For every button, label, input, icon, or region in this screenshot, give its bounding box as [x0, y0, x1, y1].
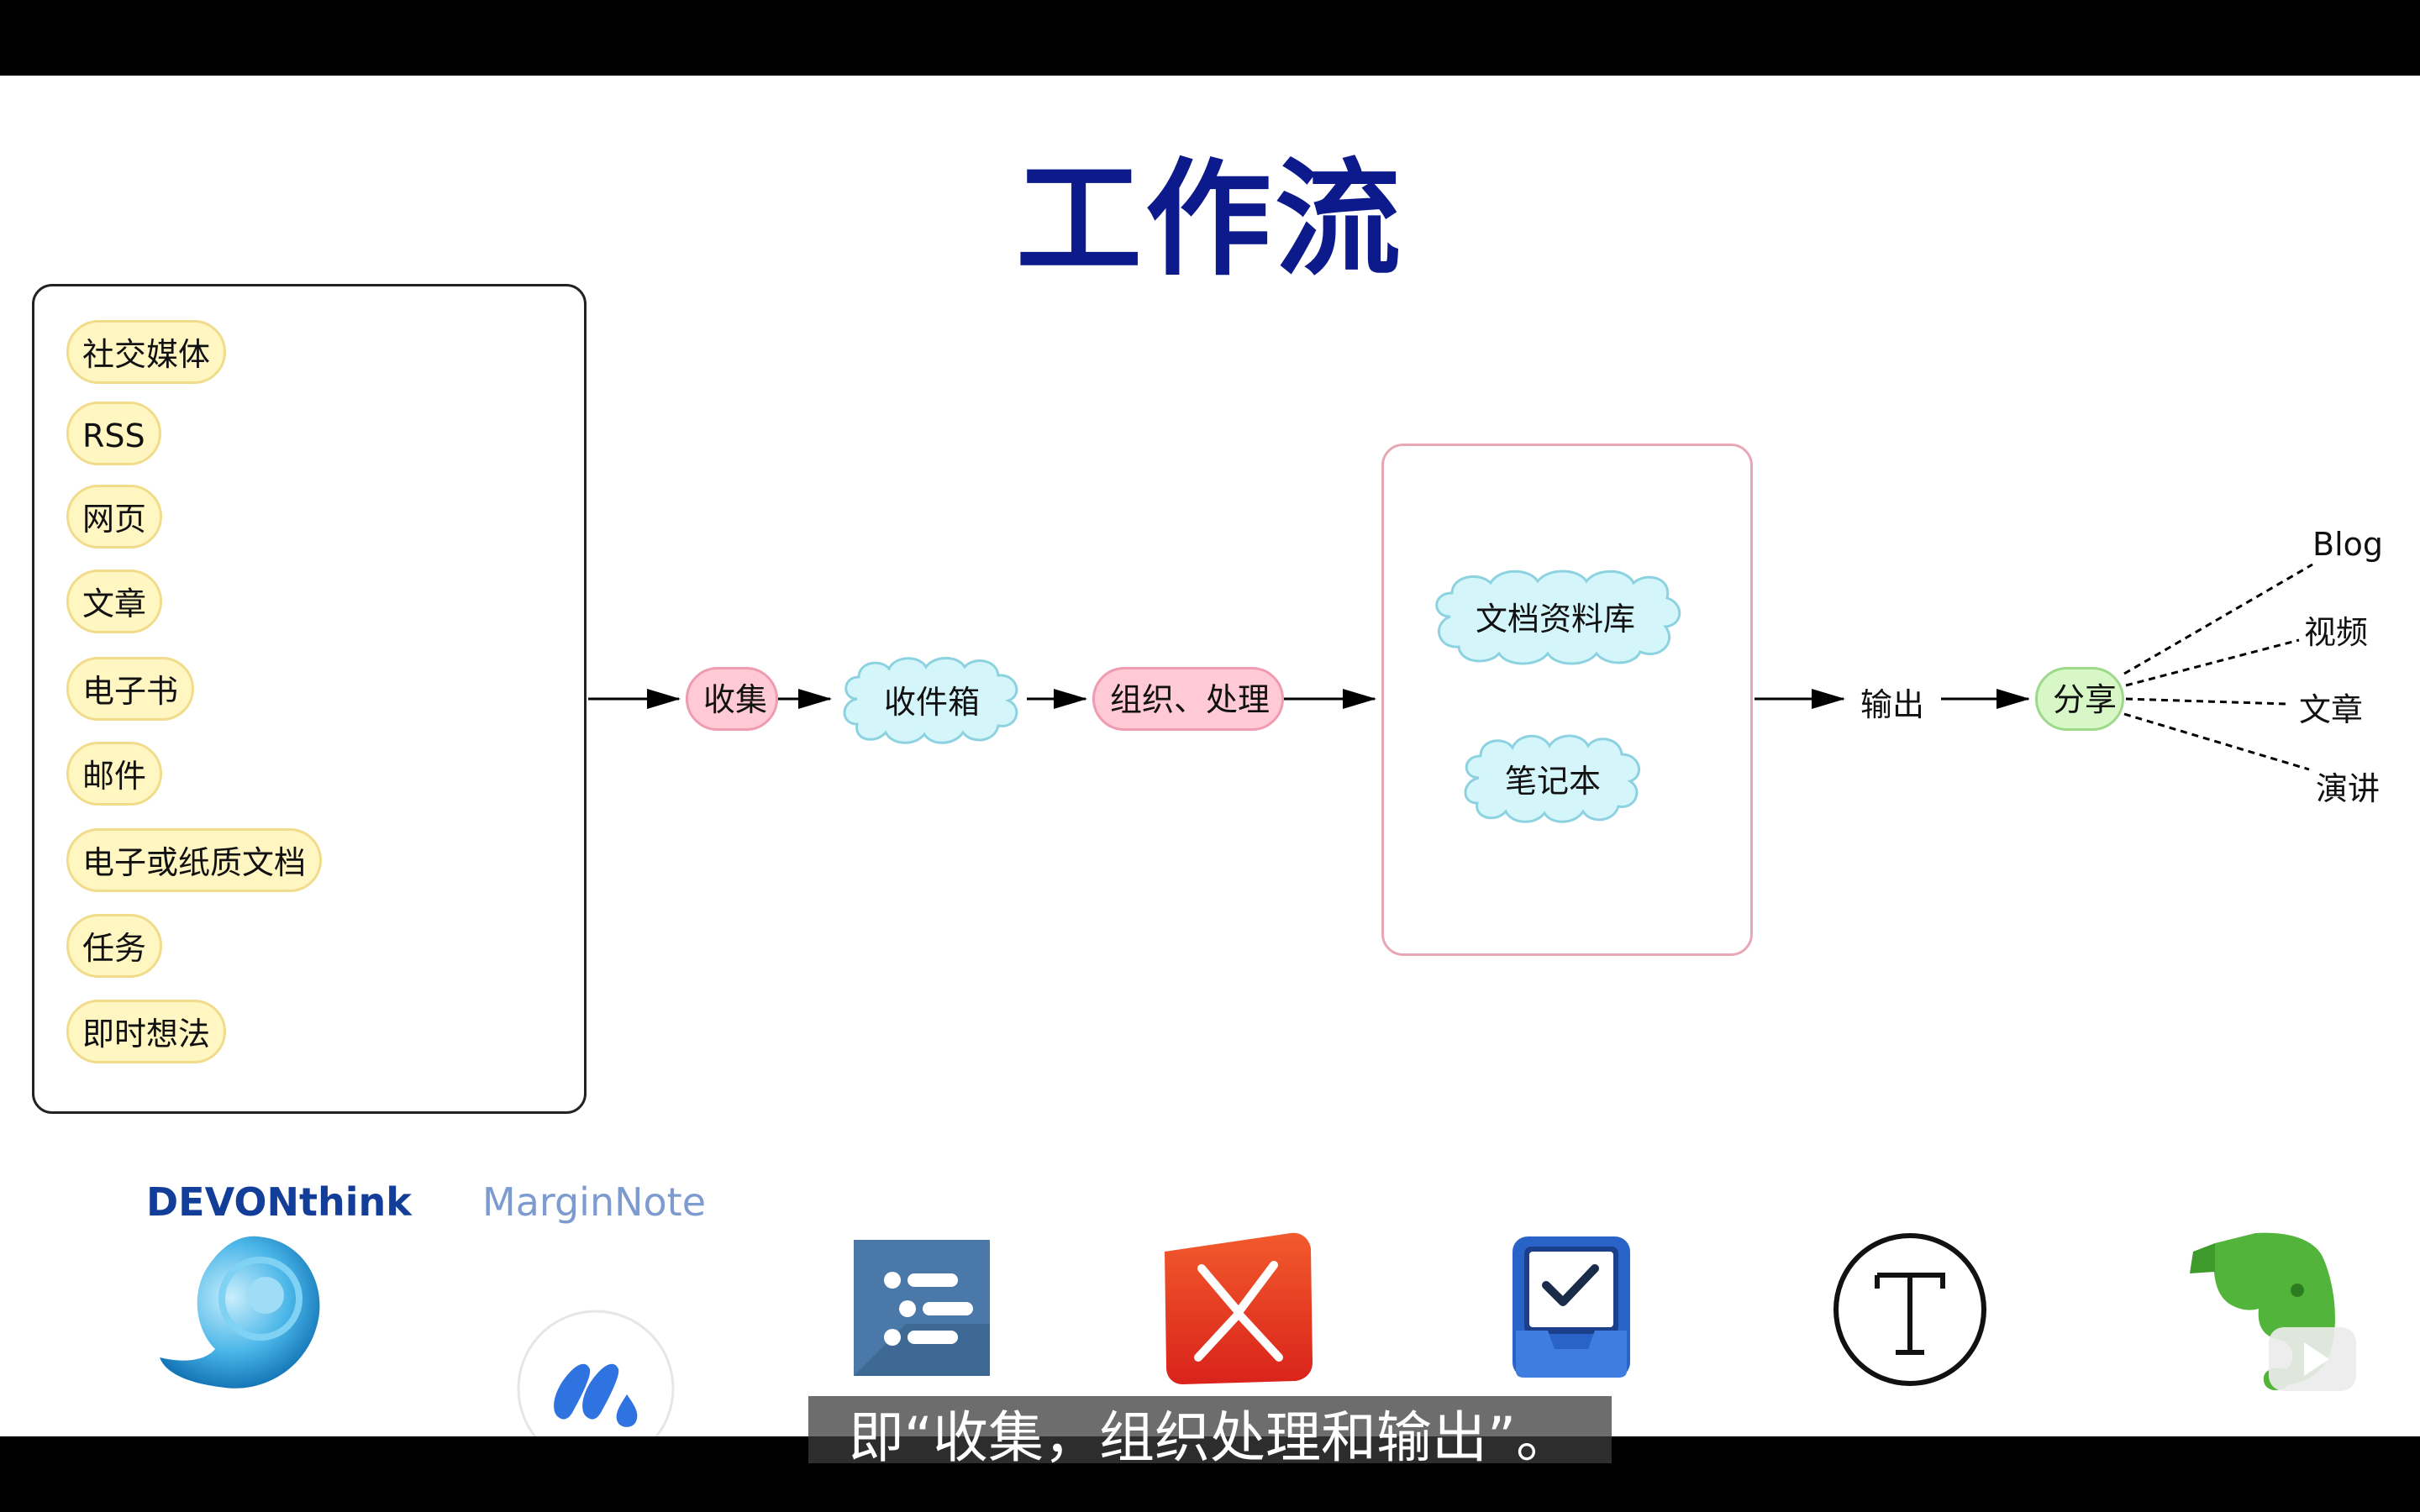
source-item: 邮件	[66, 742, 163, 806]
share-target-blog: Blog	[2312, 526, 2383, 563]
subtitle-caption: 即“收集，组织处理和输出”。	[848, 1405, 1572, 1470]
source-item: 任务	[66, 914, 163, 978]
subtitle-background	[808, 1396, 1612, 1463]
source-item: 即时想法	[66, 1000, 227, 1063]
cloud-shape-icon	[1435, 570, 1681, 665]
marginnote-icon	[517, 1310, 675, 1467]
task-inbox-icon	[1512, 1236, 1630, 1378]
dash-share-talk	[2123, 712, 2310, 771]
repository-box	[1381, 444, 1753, 956]
dash-share-video	[2125, 638, 2300, 687]
source-item: 电子书	[66, 657, 195, 721]
slide-title: 工作流	[1015, 147, 1404, 293]
letterbox-top	[0, 0, 2420, 76]
share-node: 分享	[2035, 667, 2124, 731]
devonthink-wordmark: DEVONthink	[146, 1179, 412, 1225]
share-target-article: 文章	[2299, 691, 2364, 728]
list-app-icon	[854, 1240, 990, 1376]
collect-node: 收集	[686, 667, 778, 731]
evernote-elephant-icon	[2190, 1232, 2356, 1391]
output-label: 输出	[1860, 686, 1925, 723]
share-target-video: 视频	[2304, 614, 2369, 651]
pdf-expert-icon	[1165, 1232, 1313, 1384]
slide: 工作流 社交媒体 RSS 网页 文章 电子书 邮件 电子或纸质文档 任务 即时想…	[0, 76, 2420, 1467]
inbox-cloud: 收件箱	[837, 652, 1027, 746]
document-library-cloud: 文档资料库	[1427, 564, 1684, 667]
notebook-cloud: 笔记本	[1459, 729, 1647, 827]
source-item: RSS	[66, 402, 161, 465]
organize-node: 组织、处理	[1092, 667, 1284, 731]
document-library-label: 文档资料库	[1475, 600, 1635, 638]
source-item: 网页	[66, 485, 163, 549]
notebook-label: 笔记本	[1504, 762, 1601, 800]
cloud-shape-icon	[843, 657, 1018, 744]
dash-share-article	[2125, 697, 2286, 706]
source-item: 电子或纸质文档	[66, 828, 323, 892]
dash-share-blog	[2123, 563, 2313, 675]
source-item: 文章	[66, 570, 163, 633]
cloud-shape-icon	[1464, 734, 1640, 823]
sources-box: 社交媒体 RSS 网页 文章 电子书 邮件 电子或纸质文档 任务 即时想法	[32, 284, 587, 1114]
typora-t-icon	[1833, 1233, 1986, 1386]
devonthink-shell-icon	[160, 1236, 320, 1389]
source-item: 社交媒体	[66, 320, 227, 384]
marginnote-wordmark: MarginNote	[482, 1179, 707, 1225]
inbox-label: 收件箱	[883, 683, 980, 721]
share-target-talk: 演讲	[2316, 770, 2381, 807]
